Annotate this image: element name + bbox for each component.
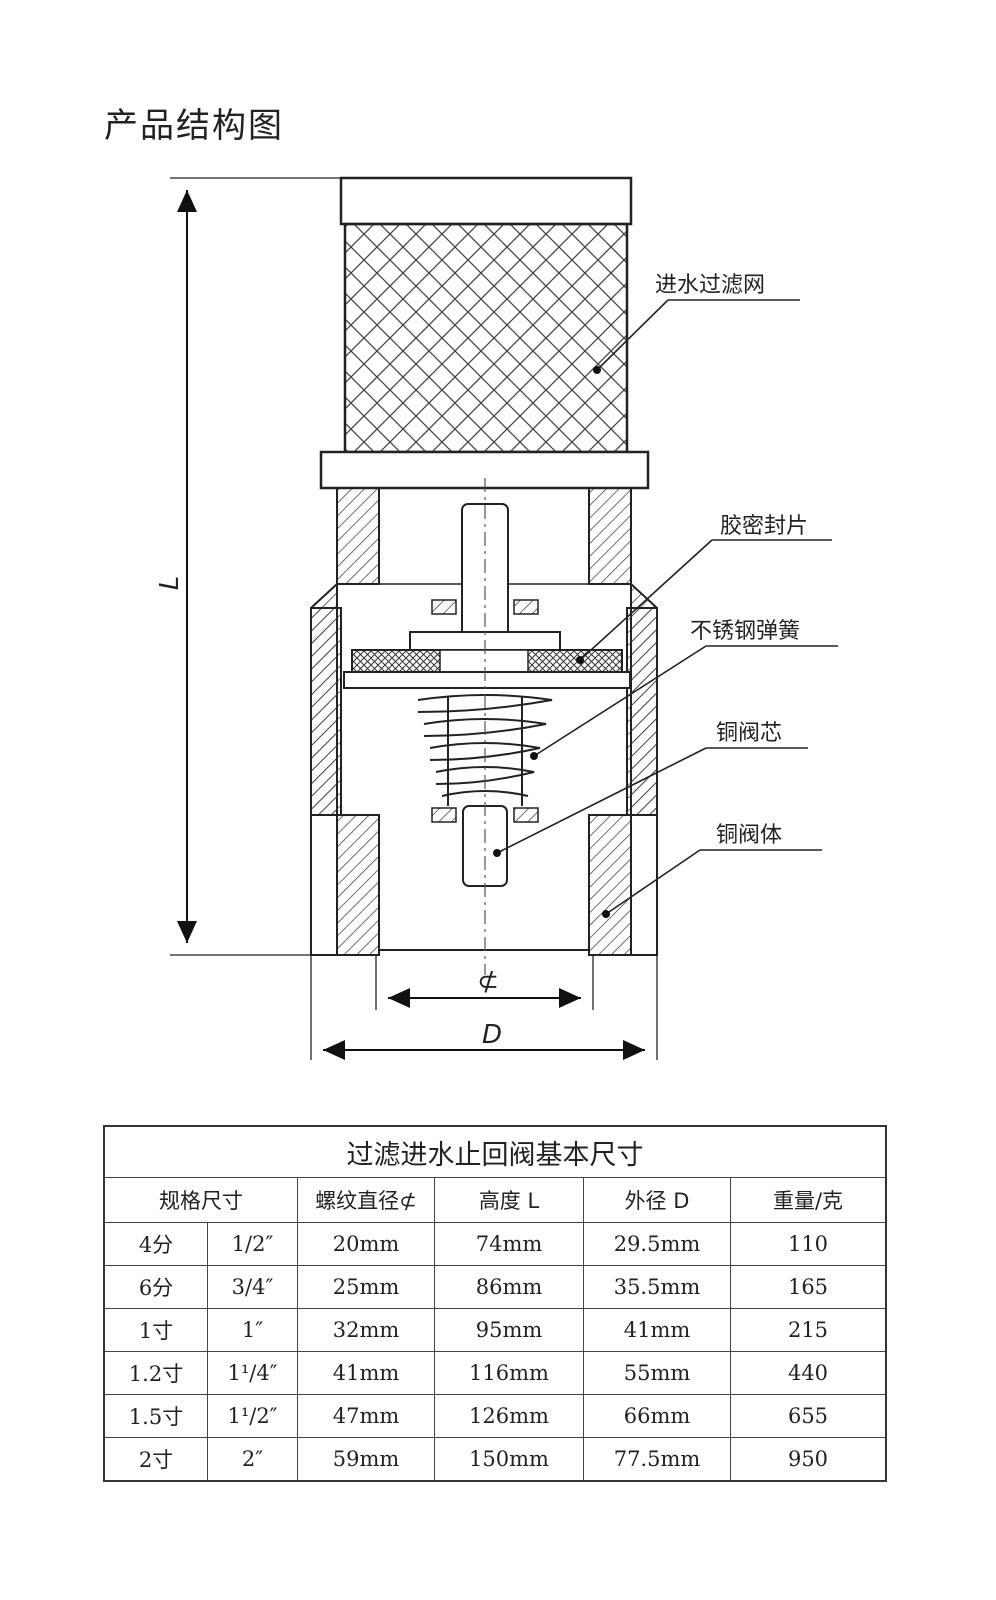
cell-thread: 32mm — [297, 1308, 435, 1352]
cell-fen: 1.5寸 — [103, 1394, 208, 1438]
callout-seal: 胶密封片 — [576, 514, 832, 664]
cell-inch: 1¹/4″ — [207, 1351, 298, 1395]
cell-thread: 20mm — [297, 1222, 435, 1266]
dimension-length-label: L — [155, 576, 185, 591]
cell-thread: 59mm — [297, 1437, 435, 1482]
cell-inch: 1/2″ — [207, 1222, 298, 1266]
cell-height: 74mm — [434, 1222, 584, 1266]
header-thread: 螺纹直径⊄ — [297, 1177, 435, 1223]
table-row: 6分 3/4″ 25mm 86mm 35.5mm 165 — [103, 1265, 887, 1309]
callout-core-label: 铜阀芯 — [716, 721, 782, 746]
cell-weight: 215 — [730, 1308, 887, 1352]
strainer-mesh — [319, 176, 650, 490]
cell-height: 86mm — [434, 1265, 584, 1309]
cell-outer: 77.5mm — [583, 1437, 731, 1482]
table-row: 1寸 1″ 32mm 95mm 41mm 215 — [103, 1308, 887, 1352]
spec-table-header: 规格尺寸 螺纹直径⊄ 高度 L 外径 D 重量/克 — [103, 1177, 887, 1223]
cell-fen: 2寸 — [103, 1437, 208, 1482]
cell-fen: 4分 — [103, 1222, 208, 1266]
cell-thread: 41mm — [297, 1351, 435, 1395]
callout-spring: 不锈钢弹簧 — [530, 619, 838, 760]
spec-table-caption: 过滤进水止回阀基本尺寸 — [103, 1125, 887, 1178]
callout-strainer-label: 进水过滤网 — [655, 273, 765, 298]
cell-outer: 66mm — [583, 1394, 731, 1438]
header-spec: 规格尺寸 — [103, 1177, 298, 1223]
cell-weight: 110 — [730, 1222, 887, 1266]
cell-height: 150mm — [434, 1437, 584, 1482]
cell-thread: 25mm — [297, 1265, 435, 1309]
dimension-thread-label: ⊄ — [477, 967, 499, 997]
dimension-length: L — [155, 177, 340, 956]
cell-fen: 6分 — [103, 1265, 208, 1309]
dimension-outer-label: D — [482, 1020, 502, 1050]
callout-spring-label: 不锈钢弹簧 — [690, 619, 800, 644]
page-title: 产品结构图 — [104, 106, 284, 146]
cell-weight: 950 — [730, 1437, 887, 1482]
table-row: 2寸 2″ 59mm 150mm 77.5mm 950 — [103, 1437, 887, 1482]
cell-outer: 29.5mm — [583, 1222, 731, 1266]
header-height: 高度 L — [434, 1177, 584, 1223]
cell-fen: 1.2寸 — [103, 1351, 208, 1395]
callout-core: 铜阀芯 — [493, 721, 808, 857]
dimension-outer: D — [310, 955, 658, 1060]
cell-inch: 3/4″ — [207, 1265, 298, 1309]
cell-outer: 35.5mm — [583, 1265, 731, 1309]
cell-outer: 41mm — [583, 1308, 731, 1352]
cell-inch: 2″ — [207, 1437, 298, 1482]
table-row: 4分 1/2″ 20mm 74mm 29.5mm 110 — [103, 1222, 887, 1266]
header-weight: 重量/克 — [730, 1177, 887, 1223]
valve-core — [343, 503, 631, 887]
callout-body-label: 铜阀体 — [716, 823, 782, 848]
cell-weight: 655 — [730, 1394, 887, 1438]
dimension-thread: ⊄ — [375, 955, 594, 1010]
callout-seal-label: 胶密封片 — [720, 514, 808, 539]
cell-thread: 47mm — [297, 1394, 435, 1438]
callout-body: 铜阀体 — [602, 823, 822, 918]
cell-outer: 55mm — [583, 1351, 731, 1395]
table-row: 1.2寸 1¹/4″ 41mm 116mm 55mm 440 — [103, 1351, 887, 1395]
cell-weight: 165 — [730, 1265, 887, 1309]
cell-inch: 1″ — [207, 1308, 298, 1352]
callout-strainer: 进水过滤网 — [593, 273, 800, 374]
stainless-spring — [417, 694, 553, 806]
cell-fen: 1寸 — [103, 1308, 208, 1352]
cell-height: 126mm — [434, 1394, 584, 1438]
cell-weight: 440 — [730, 1351, 887, 1395]
cell-height: 116mm — [434, 1351, 584, 1395]
header-outer: 外径 D — [583, 1177, 731, 1223]
cell-inch: 1¹/2″ — [207, 1394, 298, 1438]
cell-height: 95mm — [434, 1308, 584, 1352]
table-row: 1.5寸 1¹/2″ 47mm 126mm 66mm 655 — [103, 1394, 887, 1438]
spec-table: 过滤进水止回阀基本尺寸 规格尺寸 螺纹直径⊄ 高度 L 外径 D 重量/克 4分… — [103, 1125, 887, 1482]
valve-body — [310, 487, 658, 956]
valve-structure-diagram: L ⊄ D 进水过滤网 胶密封片 不锈钢弹簧 铜阀芯 — [155, 176, 838, 1060]
